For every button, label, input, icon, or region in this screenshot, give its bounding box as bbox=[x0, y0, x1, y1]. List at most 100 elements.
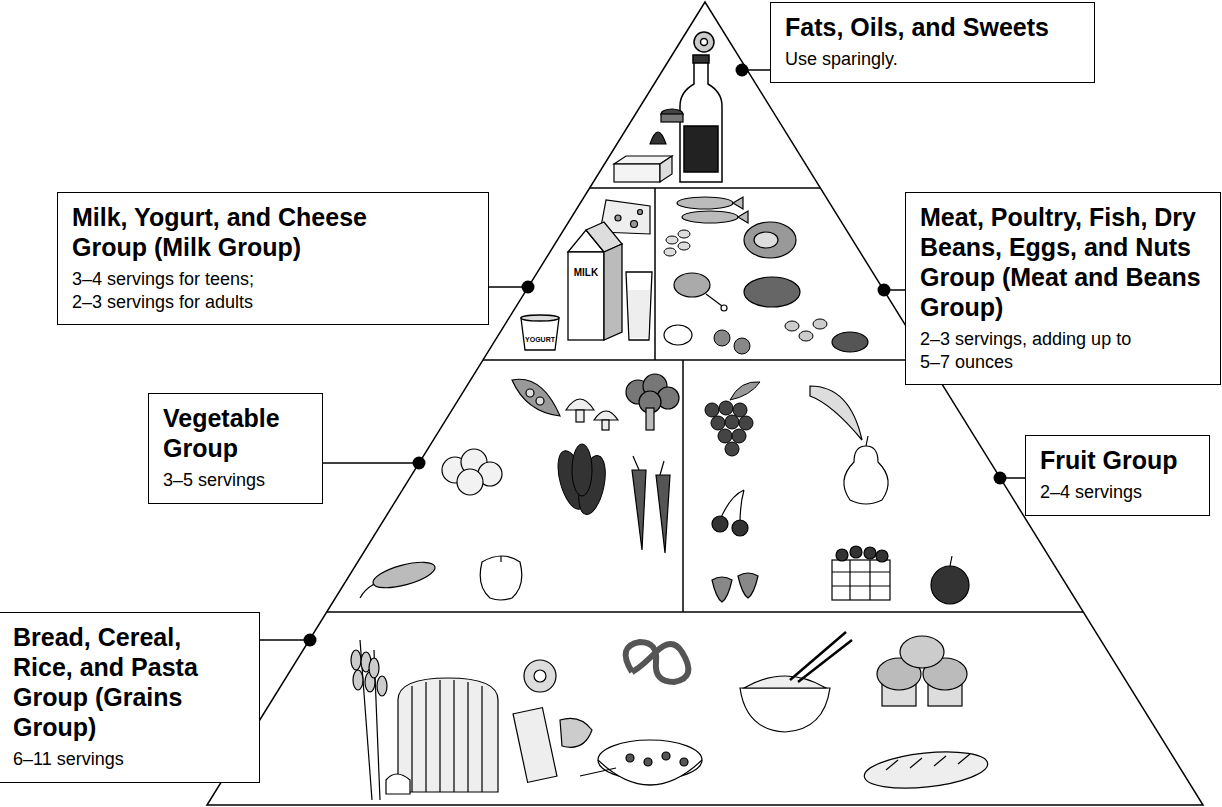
pasta-icon bbox=[534, 670, 546, 682]
candy-icon bbox=[650, 109, 683, 144]
food-group-box: Vegetable Group3–5 servings bbox=[148, 393, 323, 504]
leader-dot bbox=[522, 281, 535, 294]
wheat-stalk bbox=[351, 640, 387, 800]
berry-basket bbox=[836, 549, 848, 561]
package-label: YOGURT bbox=[520, 328, 560, 346]
cereal-bowl bbox=[662, 752, 670, 760]
mushroom-icon bbox=[602, 420, 609, 430]
cauliflower-icon bbox=[457, 469, 483, 495]
grapes-icon bbox=[705, 382, 760, 456]
beans-icon bbox=[664, 230, 690, 256]
pyramid-outline bbox=[207, 2, 1203, 805]
milk-glass bbox=[626, 272, 652, 340]
spinach-icon bbox=[572, 444, 592, 496]
drumstick-icon bbox=[721, 305, 727, 311]
cereal-bowl bbox=[580, 768, 616, 776]
steak-icon bbox=[832, 332, 868, 352]
leader-dot bbox=[994, 472, 1007, 485]
mushroom-icon bbox=[566, 399, 618, 430]
grapes-icon bbox=[718, 429, 732, 443]
oil-bottle bbox=[680, 55, 722, 182]
nuts-icon bbox=[785, 321, 799, 331]
butter-stick bbox=[614, 164, 660, 182]
leader-line bbox=[260, 639, 310, 641]
berry-basket bbox=[876, 550, 888, 562]
nuts-icon bbox=[799, 331, 813, 341]
strawberry-icon bbox=[712, 577, 732, 602]
berry-basket bbox=[850, 546, 862, 558]
beans-icon bbox=[666, 236, 678, 244]
rice-bowl bbox=[740, 688, 830, 732]
pyramid-outline bbox=[654, 188, 656, 360]
berry-basket bbox=[832, 560, 890, 600]
cheese-wedge bbox=[638, 210, 643, 215]
grapes-icon bbox=[725, 415, 739, 429]
grapes-icon bbox=[730, 382, 760, 400]
berry-basket bbox=[832, 546, 890, 600]
cereal-bowl bbox=[580, 740, 702, 785]
bread-loaf bbox=[412, 680, 482, 792]
milk-glass bbox=[626, 272, 652, 340]
broccoli-icon bbox=[646, 408, 654, 430]
corn-icon bbox=[371, 557, 438, 593]
group-heading: Bread, Cereal, Rice, and Pasta Group (Gr… bbox=[13, 622, 203, 742]
fish-icon bbox=[682, 211, 738, 223]
cheese-wedge bbox=[615, 215, 621, 221]
wheat-stalk bbox=[353, 670, 363, 690]
oil-bottle bbox=[684, 126, 718, 172]
beans-icon bbox=[664, 248, 676, 256]
carrot-icon bbox=[632, 456, 670, 553]
pasta-icon bbox=[513, 708, 557, 783]
bread-loaf bbox=[386, 678, 498, 794]
pea-pod bbox=[536, 397, 544, 405]
food-group-box: Bread, Cereal, Rice, and Pasta Group (Gr… bbox=[0, 612, 260, 783]
group-heading: Fats, Oils, and Sweets bbox=[785, 12, 1080, 42]
rice-bowl bbox=[798, 640, 852, 682]
serving-note: 6–11 servings bbox=[13, 748, 245, 771]
yogurt-cup bbox=[521, 315, 559, 321]
rice-bowl bbox=[790, 632, 846, 680]
grapes-icon bbox=[739, 416, 753, 430]
cauliflower-icon bbox=[442, 449, 502, 495]
pyramid-outline bbox=[483, 359, 927, 361]
cherries-icon bbox=[712, 516, 728, 532]
corn-icon bbox=[360, 584, 374, 598]
package-label: YOGURT bbox=[525, 336, 555, 343]
yogurt-cup bbox=[521, 318, 559, 350]
bread-loaf bbox=[386, 774, 410, 794]
leader-dot bbox=[413, 457, 426, 470]
group-heading: Fruit Group bbox=[1040, 445, 1195, 475]
rice-bowl bbox=[744, 676, 826, 688]
grapes-icon bbox=[719, 401, 733, 415]
baguette-icon bbox=[863, 747, 990, 794]
apple-icon bbox=[931, 566, 969, 604]
wheat-stalk bbox=[377, 676, 387, 696]
serving-note: Use sparingly. bbox=[785, 48, 1080, 71]
grapes-icon bbox=[733, 403, 747, 417]
carrot-icon bbox=[633, 456, 664, 475]
mushroom-icon bbox=[594, 411, 618, 420]
drumstick-icon bbox=[674, 273, 727, 311]
strawberry-icon bbox=[712, 573, 758, 602]
spinach-icon bbox=[553, 444, 610, 517]
serving-note: 2–4 servings bbox=[1040, 481, 1195, 504]
baguette-icon bbox=[886, 754, 970, 770]
mushroom-icon bbox=[576, 410, 584, 422]
grapes-icon bbox=[732, 429, 746, 443]
berry-basket bbox=[832, 560, 890, 600]
pretzel-icon bbox=[626, 642, 689, 682]
grapes-icon bbox=[705, 403, 719, 417]
pasta-icon bbox=[513, 660, 592, 782]
pretzel-icon bbox=[626, 642, 689, 682]
sausage-slices bbox=[734, 338, 750, 354]
pear-icon bbox=[844, 446, 888, 504]
milk-glass bbox=[628, 290, 650, 338]
carrot-icon bbox=[632, 470, 646, 550]
wheat-stalk bbox=[351, 650, 361, 670]
nuts-icon bbox=[813, 319, 827, 329]
egg-icon bbox=[664, 325, 692, 345]
candy-icon bbox=[661, 114, 683, 122]
strawberry-icon bbox=[738, 573, 758, 598]
cereal-bowl bbox=[626, 754, 634, 762]
sausage-slices bbox=[714, 330, 730, 346]
